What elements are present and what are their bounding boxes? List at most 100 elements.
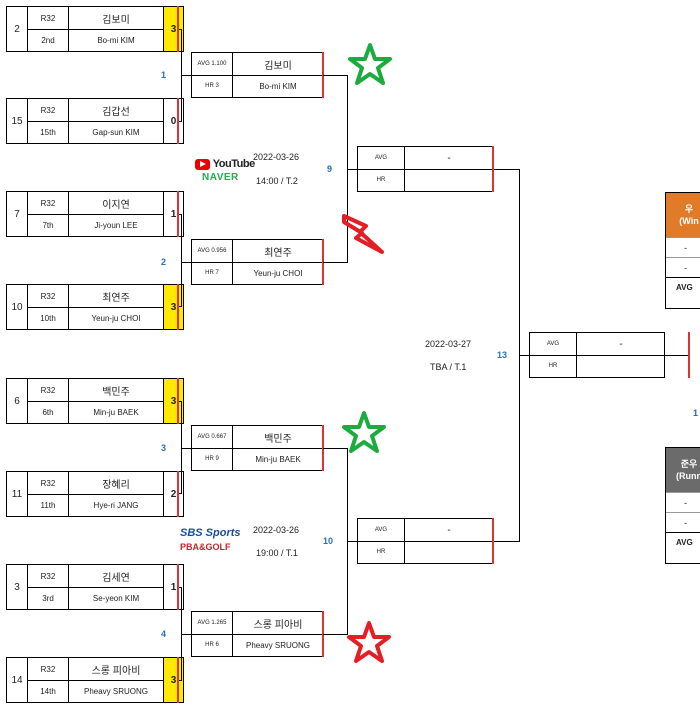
- winner-title: 우: [684, 204, 694, 214]
- winner-avg: AVG: [666, 277, 700, 297]
- dash: -: [684, 262, 687, 273]
- semifinal-box-top: AVG HR -: [357, 146, 494, 192]
- score: 0: [170, 115, 177, 127]
- hr-label: HR 3: [192, 75, 233, 97]
- player-name-kr: 최연주: [233, 240, 323, 263]
- match-number-10: 10: [323, 536, 334, 546]
- round-label: R32: [28, 285, 69, 308]
- score: 1: [170, 208, 177, 220]
- red-star-icon: [347, 621, 391, 663]
- winner-row: -: [666, 257, 700, 277]
- avg-label: AVG: [676, 538, 693, 547]
- dash: -: [684, 242, 687, 253]
- winner-row: -: [666, 237, 700, 257]
- hr-label: HR: [530, 355, 577, 377]
- match-number-4: 4: [161, 629, 167, 639]
- player-name-kr: 장혜리: [69, 472, 164, 495]
- runner-up-panel: 준우 (Runn - - AVG: [665, 447, 700, 564]
- seed-number: 11: [7, 472, 28, 516]
- match-number-1: 1: [161, 70, 167, 80]
- seed-number: 14: [7, 658, 28, 702]
- hr-label: HR 6: [192, 634, 233, 656]
- winner-subtitle: (Win: [679, 216, 699, 226]
- player-name-en: Bo-mi KIM: [259, 81, 297, 91]
- avg-label: AVG: [676, 283, 693, 292]
- semifinal-box-bottom: AVG HR -: [357, 518, 494, 564]
- avg-label: AVG: [358, 519, 405, 542]
- rank-label: 7th: [28, 214, 69, 236]
- player-name-en: [577, 355, 665, 377]
- rank-label: 10th: [28, 307, 69, 329]
- score: 1: [170, 581, 177, 593]
- player-name-en: [405, 541, 493, 563]
- pba-golf-logo: PBA&GOLF: [180, 542, 231, 552]
- player-name-en: Bo-mi KIM: [69, 29, 164, 51]
- hr-label: HR: [358, 541, 405, 563]
- final-time: TBA / T.1: [430, 362, 467, 372]
- youtube-text: YouTube: [212, 158, 255, 170]
- player-name-kr: 김보미: [233, 53, 323, 76]
- naver-logo: NAVER: [202, 172, 239, 183]
- dash: -: [684, 517, 687, 528]
- avg-label: AVG: [358, 147, 405, 170]
- round-label: R32: [28, 99, 69, 122]
- rank-label: 11th: [28, 494, 69, 516]
- player-name-kr: -: [405, 519, 493, 542]
- player-name-en: Ji-youn LEE: [69, 214, 164, 236]
- avg-label: AVG 1.100: [192, 53, 233, 76]
- winner-panel: 우 (Win - - AVG: [665, 192, 700, 309]
- player-name-kr: 김세연: [69, 565, 164, 588]
- player-name-kr: 김갑선: [69, 99, 164, 122]
- player-name-kr: 백민주: [233, 426, 323, 449]
- player-name-kr: 최연주: [69, 285, 164, 308]
- green-star-icon: [342, 411, 386, 453]
- final-date: 2022-03-27: [425, 339, 472, 349]
- schedule-b-time: 19:00 / T.1: [256, 548, 298, 558]
- seed-number: 6: [7, 379, 28, 423]
- rank-label: 6th: [28, 401, 69, 423]
- youtube-play-icon: [195, 158, 210, 170]
- match-number-13: 13: [497, 350, 508, 360]
- seed-number: 7: [7, 192, 28, 236]
- player-name-en: Hye-ri JANG: [69, 494, 164, 516]
- lightning-icon: [342, 214, 384, 254]
- player-name-kr: -: [405, 147, 493, 170]
- schedule-a-date: 2022-03-26: [253, 152, 300, 162]
- player-name-en: Yeun-ju CHOI: [253, 268, 303, 278]
- runner-title: 준우: [680, 459, 698, 469]
- hr-label: HR 9: [192, 448, 233, 470]
- round-label: R32: [28, 658, 69, 681]
- avg-label: AVG: [530, 333, 577, 356]
- runner-subtitle: (Runn: [676, 471, 700, 481]
- player-name-kr: 스롱 피아비: [69, 658, 164, 681]
- player-name-en: Pheavy SRUONG: [245, 640, 311, 650]
- player-name-en: Pheavy SRUONG: [69, 680, 164, 702]
- avg-label: AVG 1.265: [192, 612, 233, 635]
- player-name-kr: -: [577, 333, 665, 356]
- runner-avg: AVG: [666, 532, 700, 552]
- player-name-kr: 이지연: [69, 192, 164, 215]
- avg-label: AVG 0.667: [192, 426, 233, 449]
- player-name-en: [405, 169, 493, 191]
- player-name-en: Yeun-ju CHOI: [69, 307, 164, 329]
- rank-label: 14th: [28, 680, 69, 702]
- match-number-9: 9: [327, 164, 333, 174]
- sbs-sports-logo: SBS Sports: [180, 527, 241, 539]
- player-name-en: Gap-sun KIM: [69, 121, 164, 143]
- seed-number: 10: [7, 285, 28, 329]
- seed-number: 15: [7, 99, 28, 143]
- schedule-a-time: 14:00 / T.2: [256, 176, 298, 186]
- avg-label: AVG 0.956: [192, 240, 233, 263]
